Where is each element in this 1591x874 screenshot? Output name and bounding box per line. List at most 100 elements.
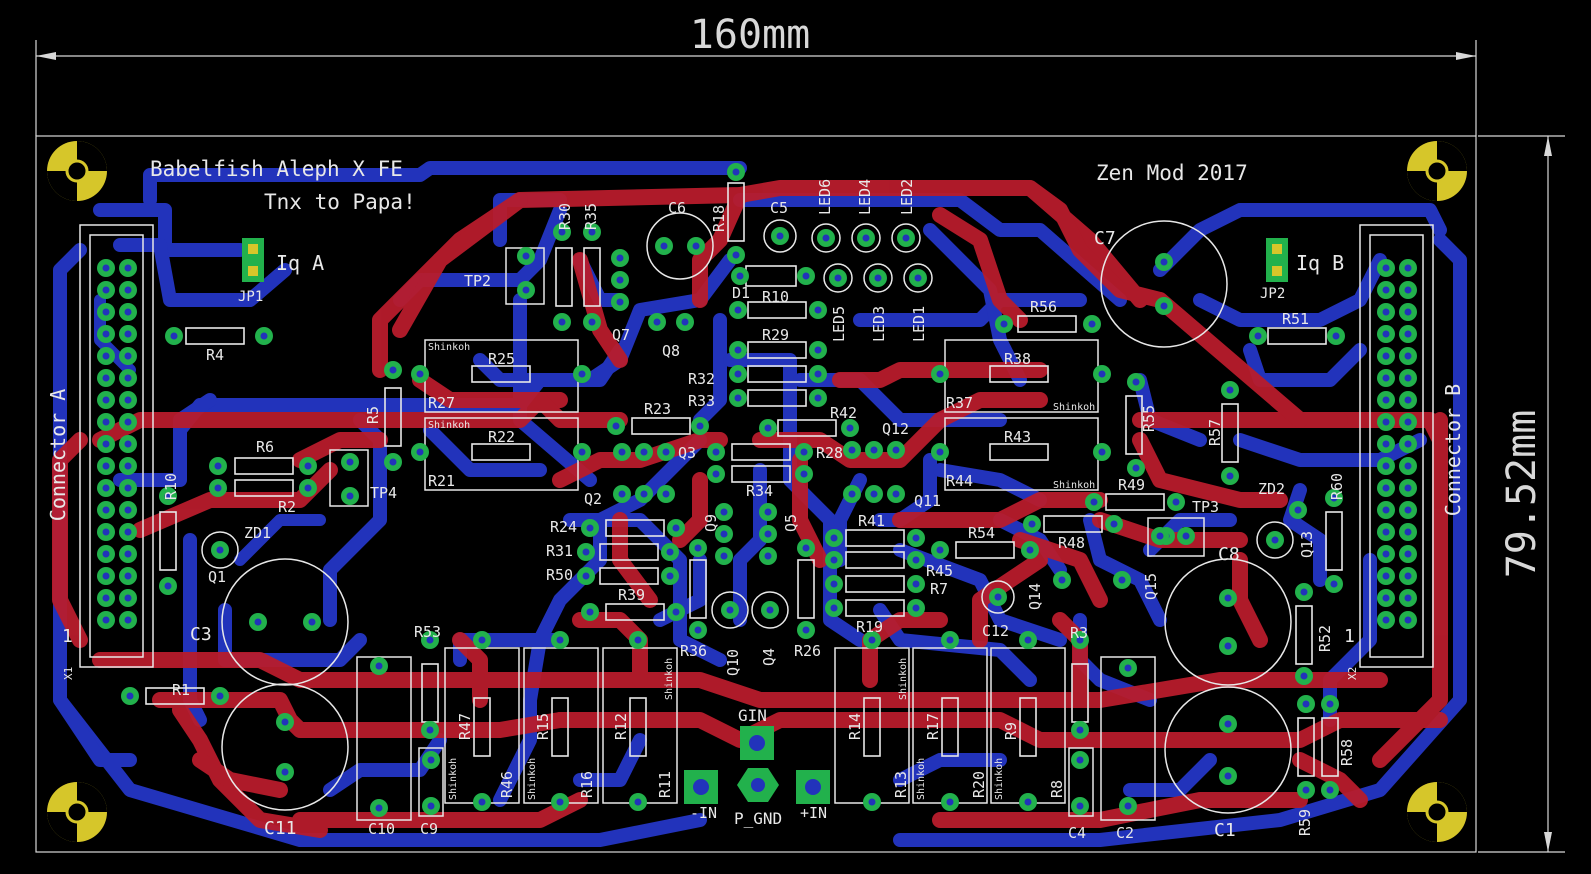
pad-drill [1132, 378, 1140, 386]
board-subtitle: Tnx to Papa! [264, 190, 416, 214]
part-label: R52 [1316, 625, 1334, 652]
part-label: R48 [1058, 534, 1085, 552]
pad-drill [1028, 520, 1036, 528]
part-label: Q8 [662, 342, 680, 360]
part-label: LED1 [910, 306, 928, 342]
pad-drill [304, 462, 312, 470]
pad-drill [1271, 536, 1279, 544]
part-label: R46 [498, 771, 516, 798]
pad-drill [653, 318, 661, 326]
part-label: C9 [420, 820, 438, 838]
pad-drill [102, 352, 110, 360]
connector-a-pin1: 1 [62, 626, 73, 647]
pad-drill [1224, 642, 1232, 650]
pad-drill [1404, 286, 1412, 294]
pad-drill [1224, 594, 1232, 602]
pad-drill [830, 580, 838, 588]
part-label: C12 [982, 622, 1009, 640]
pad-drill [478, 798, 486, 806]
pad-drill [666, 572, 674, 580]
pad-drill [1026, 546, 1034, 554]
pad-drill [912, 534, 920, 542]
pad-drill [1058, 576, 1066, 584]
board-title: Babelfish Aleph X FE [150, 157, 403, 181]
pad-drill [616, 298, 624, 306]
p-gnd-label: P_GND [734, 809, 782, 828]
pad-drill [720, 508, 728, 516]
pad-drill [1382, 550, 1390, 558]
mounting-hole-icon [1407, 141, 1467, 201]
part-label: R60 [1328, 473, 1346, 500]
pad-drill [124, 330, 132, 338]
pad-drill [696, 422, 704, 430]
pad-drill [124, 572, 132, 580]
pad-drill [254, 618, 262, 626]
pad-drill [1404, 396, 1412, 404]
part-label: R34 [746, 482, 773, 500]
pad-drill [522, 252, 530, 260]
part-label: R37 [946, 394, 973, 412]
pad-drill [124, 418, 132, 426]
part-label: R13 [892, 771, 910, 798]
pad-drill [124, 352, 132, 360]
pad-drill [1404, 308, 1412, 316]
pad-drill [1160, 302, 1168, 310]
connector-a-ref: X1 [62, 667, 75, 680]
part-label: Q13 [1298, 531, 1316, 558]
pad-drill [1404, 572, 1412, 580]
pad-drill [1382, 308, 1390, 316]
pad-drill [102, 528, 110, 536]
pad-drill [478, 636, 486, 644]
pad-drill [578, 370, 586, 378]
pad-drill [164, 492, 172, 500]
part-label: Q1 [208, 568, 226, 586]
part-label: C5 [770, 199, 788, 217]
pad-drill [868, 636, 876, 644]
silkscreen-text: Babelfish Aleph X FE Tnx to Papa! Zen Mo… [46, 157, 1465, 842]
pad-drill [558, 228, 566, 236]
pad-drill [802, 626, 810, 634]
pad-drill [1404, 418, 1412, 426]
pad-drill [126, 692, 134, 700]
pad-drill [102, 616, 110, 624]
pad-drill [1382, 440, 1390, 448]
pad-drill [946, 798, 954, 806]
part-label: R45 [926, 562, 953, 580]
pad-drill [1382, 462, 1390, 470]
part-label: R50 [546, 566, 573, 584]
pad-drill [946, 636, 954, 644]
pad-drill [634, 798, 642, 806]
pad-drill [588, 228, 596, 236]
pad-drill [1160, 258, 1168, 266]
part-label: LED4 [856, 179, 874, 215]
pad-drill [1224, 772, 1232, 780]
mounting-hole-icon [47, 141, 107, 201]
pad-drill [281, 768, 289, 776]
pad-drill [1404, 330, 1412, 338]
part-label: R49 [1118, 476, 1145, 494]
pad-drill [1076, 756, 1084, 764]
pad-drill [1182, 532, 1190, 540]
pad-drill [1090, 498, 1098, 506]
pad-drill [1382, 330, 1390, 338]
part-label: LED3 [870, 306, 888, 342]
pad-drill [720, 530, 728, 538]
pad-drill [1404, 462, 1412, 470]
pad-drill [830, 534, 838, 542]
pad-drill [912, 580, 920, 588]
pad-drill [214, 484, 222, 492]
part-label: R43 [1004, 428, 1031, 446]
pad-drill [814, 394, 822, 402]
pad-drill [427, 802, 435, 810]
part-label: C1 [1214, 820, 1236, 841]
pad-drill [662, 448, 670, 456]
pad-drill [556, 636, 564, 644]
part-label: R33 [688, 392, 715, 410]
shinkoh-label: Shinkoh [916, 758, 927, 800]
gin-label: GIN [738, 706, 767, 725]
part-label: Q2 [584, 490, 602, 508]
pad-drill [1098, 370, 1106, 378]
part-label: TP2 [464, 272, 491, 290]
part-label: R42 [830, 404, 857, 422]
pad-drill [734, 306, 742, 314]
